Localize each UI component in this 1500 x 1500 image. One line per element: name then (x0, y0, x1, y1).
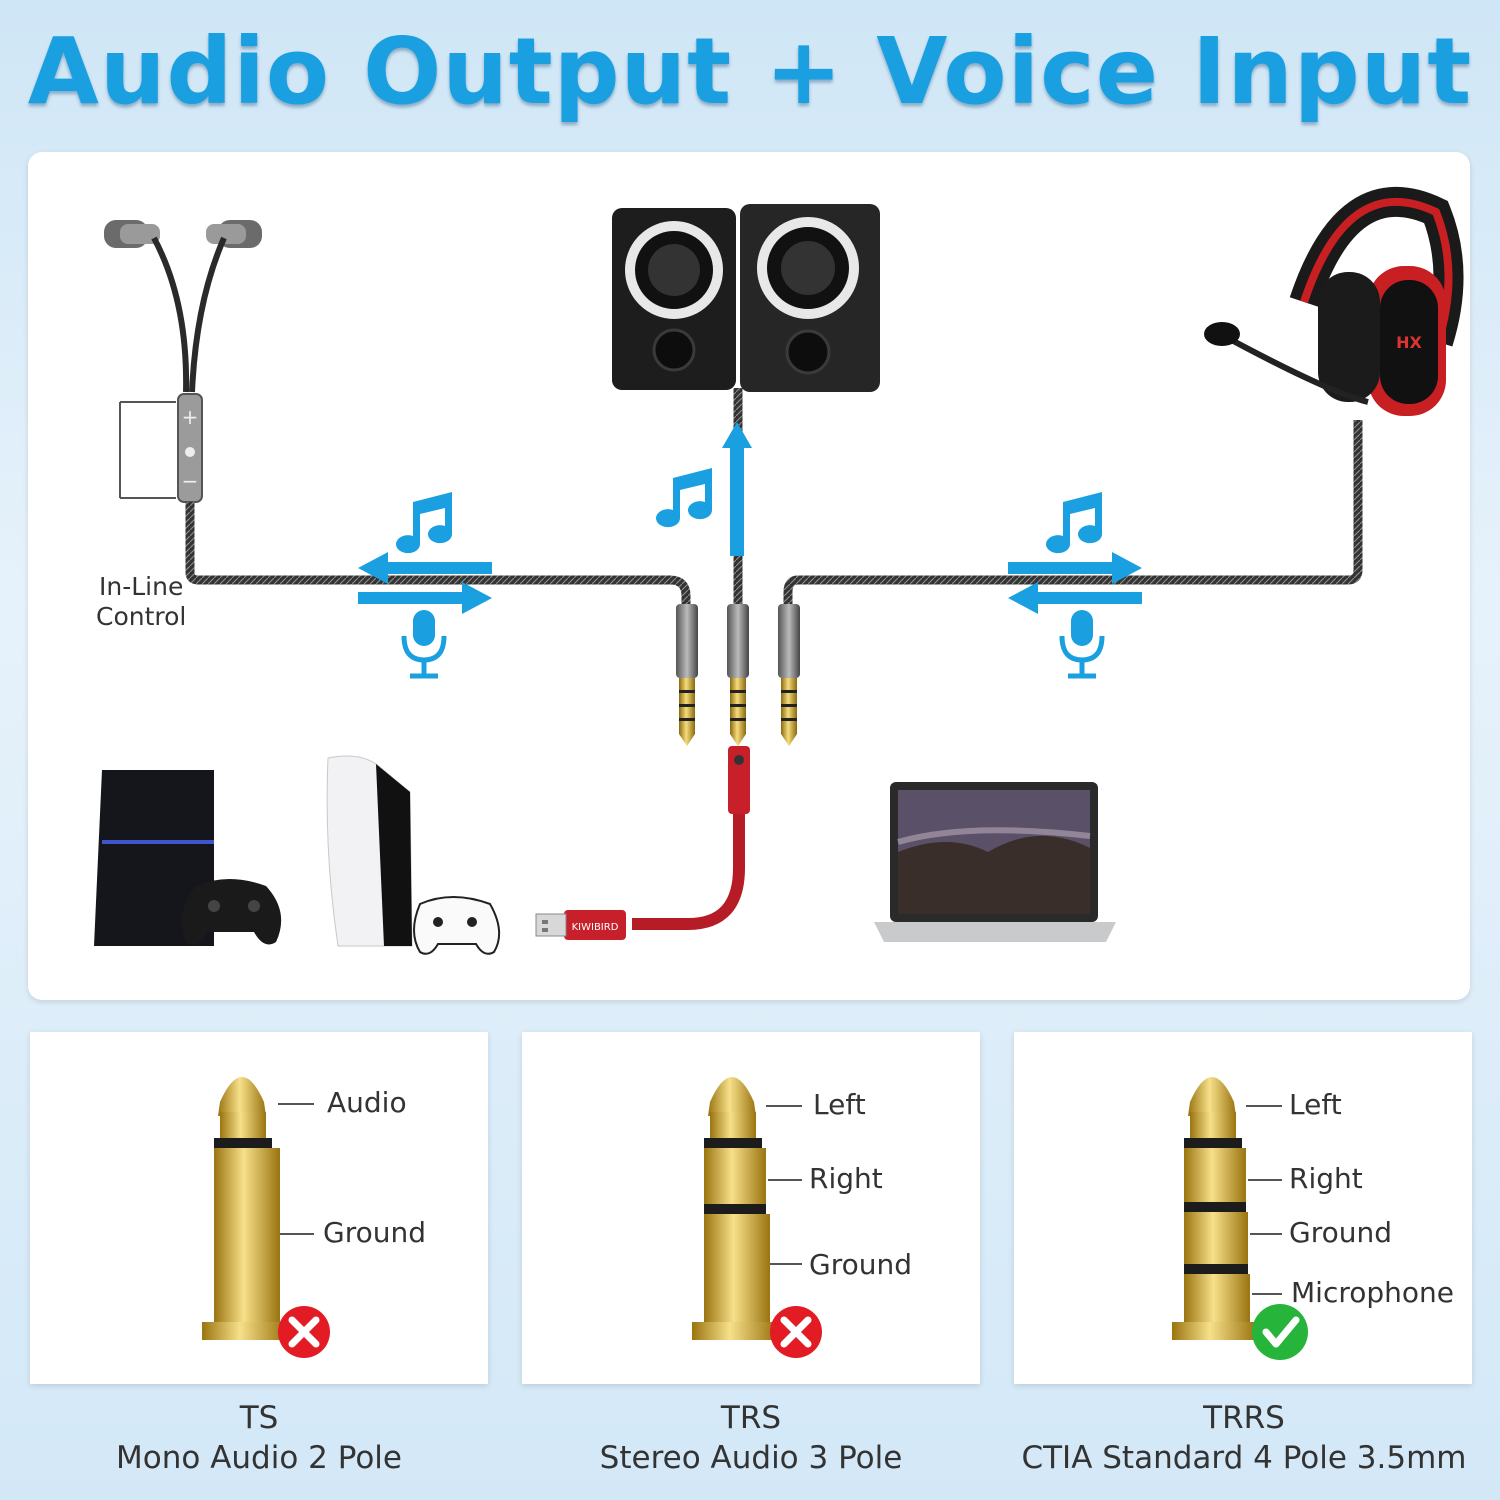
label-audio: Audio (324, 1086, 410, 1119)
inline-control-line1: In-Line (99, 572, 184, 601)
svg-text:HX: HX (1396, 333, 1422, 352)
label-left: Left (1286, 1088, 1345, 1121)
plug-type: TRS (720, 1400, 782, 1436)
plug-left (676, 604, 698, 746)
trs-plug-graphic (692, 1077, 802, 1340)
ps5-console (326, 755, 501, 955)
gaming-headset: HX (1204, 186, 1464, 416)
adapter-brand: KIWIBIRD (572, 922, 619, 933)
label-right: Right (1286, 1162, 1366, 1195)
error-x-icon (278, 1306, 330, 1358)
caption-ts: TS Mono Audio 2 Pole (30, 1398, 488, 1478)
connection-diagram-panel: + − HX (28, 152, 1470, 1000)
bidirectional-arrows (358, 552, 1142, 614)
speakers (612, 204, 880, 392)
headset-cable (783, 420, 1363, 604)
plug-description: Stereo Audio 3 Pole (599, 1440, 903, 1476)
plug-middle (727, 604, 749, 746)
label-ground: Ground (806, 1248, 915, 1281)
ps4-console (94, 770, 282, 946)
card-trs: Left Right Ground (522, 1032, 980, 1384)
error-x-icon (770, 1306, 822, 1358)
laptop (874, 782, 1116, 942)
plug-description: CTIA Standard 4 Pole 3.5mm (1021, 1440, 1467, 1476)
inline-control-line2: Control (96, 602, 187, 631)
plug-right (778, 604, 800, 746)
ts-plug-graphic (202, 1077, 314, 1340)
caption-trrs: TRRS CTIA Standard 4 Pole 3.5mm (1004, 1398, 1484, 1478)
music-note-icon (396, 468, 1103, 554)
diagram-graphics: + − HX (94, 186, 1464, 955)
earphones: + − (104, 220, 262, 503)
plug-description: Mono Audio 2 Pole (116, 1440, 402, 1476)
inline-control-label: In-Line Control (96, 572, 186, 632)
usb-audio-adapter: KIWIBIRD (535, 746, 750, 940)
arrow-up-icon (722, 422, 752, 556)
page-title: Audio Output + Voice Input (27, 18, 1473, 125)
svg-text:+: + (182, 405, 199, 429)
label-ground: Ground (1286, 1216, 1395, 1249)
earphone-cable (185, 502, 691, 604)
label-ground: Ground (320, 1216, 429, 1249)
label-microphone: Microphone (1288, 1276, 1457, 1309)
microphone-icon (401, 610, 1105, 679)
plug-type: TRRS (1203, 1400, 1285, 1436)
check-icon (1252, 1304, 1308, 1360)
label-left: Left (810, 1088, 869, 1121)
plug-type: TS (239, 1400, 279, 1436)
svg-text:−: − (182, 469, 199, 493)
card-ts: Audio Ground (30, 1032, 488, 1384)
trrs-plug-graphic (1172, 1077, 1282, 1340)
caption-trs: TRS Stereo Audio 3 Pole (522, 1398, 980, 1478)
label-right: Right (806, 1162, 886, 1195)
card-trrs: Left Right Ground Microphone (1014, 1032, 1472, 1384)
